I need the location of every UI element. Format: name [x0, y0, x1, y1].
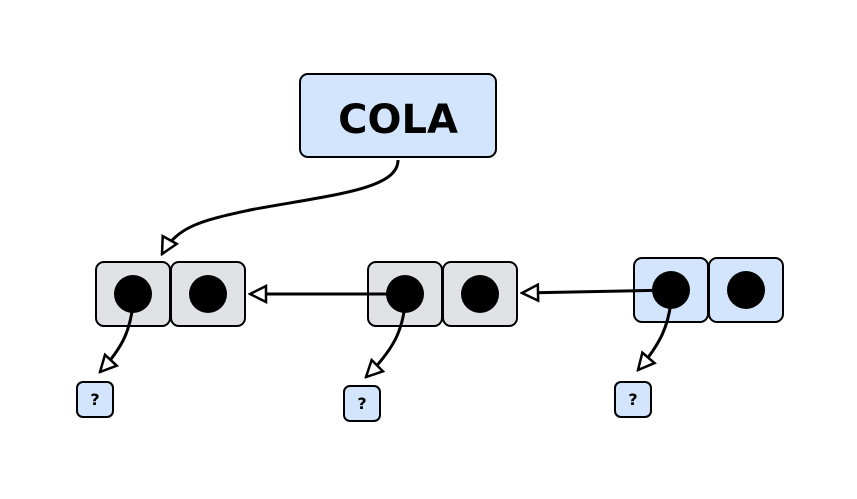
node-1-next-dot	[189, 275, 227, 313]
node-2-value-label: ?	[357, 394, 366, 413]
node-2-value-box: ?	[343, 385, 381, 422]
front-pointer-arrow	[162, 159, 400, 254]
node-2-value-rect	[343, 385, 381, 422]
node-1-value-rect	[76, 381, 114, 418]
node-3-next-dot	[727, 271, 765, 309]
queue-node-1	[95, 261, 246, 327]
queue-title-rect	[299, 73, 497, 158]
queue-title: COLA	[338, 97, 458, 143]
node-3-value-label: ?	[628, 390, 637, 409]
node-2-value-arrow	[366, 304, 407, 377]
node-3-to-node-2-arrow	[522, 290, 672, 293]
node-2-next-dot	[461, 275, 499, 313]
node-3-value-box: ?	[614, 381, 652, 418]
node-1-value-dot	[114, 275, 152, 313]
node-1-value-box: ?	[76, 381, 114, 418]
node-3-value-rect	[614, 381, 652, 418]
node-3-value-arrow	[638, 301, 673, 370]
node-1-value-arrow	[100, 304, 135, 372]
node-1-value-label: ?	[90, 390, 99, 409]
queue-title-box: COLA	[299, 73, 497, 158]
